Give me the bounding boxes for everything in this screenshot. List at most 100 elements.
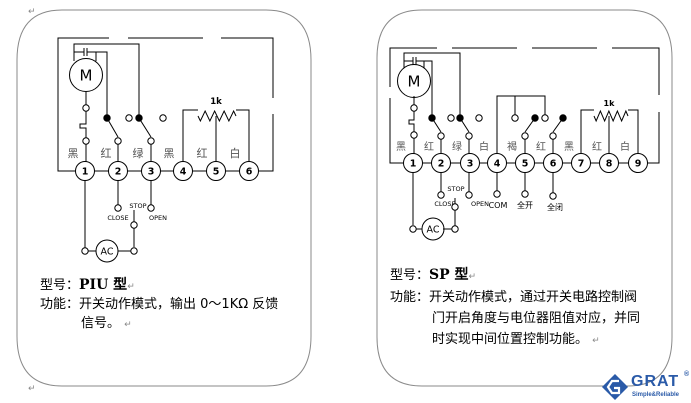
left-model-line: 型号：PIU 型↵ bbox=[40, 277, 135, 296]
motor-label: M bbox=[80, 67, 93, 85]
wire-to-switch-2 bbox=[416, 60, 433, 118]
wire-color-label: 褐 bbox=[507, 140, 517, 153]
contact-open bbox=[410, 104, 418, 112]
wire-color-label: 红 bbox=[101, 147, 112, 160]
wire-color-label: 黑 bbox=[164, 147, 175, 160]
right-function-label: 功能： bbox=[390, 290, 430, 305]
contact-com bbox=[493, 190, 501, 198]
wire-color-label: 白 bbox=[230, 146, 241, 160]
right-model-line: 型号：SP 型↵ bbox=[390, 267, 476, 286]
switch-blade-3 bbox=[459, 117, 470, 133]
terminal-number: 3 bbox=[467, 159, 474, 170]
label-full-close: 全闭 bbox=[547, 202, 563, 212]
wire-color-label: 红 bbox=[197, 147, 208, 160]
terminal-7 bbox=[571, 153, 591, 173]
contact-open bbox=[114, 137, 122, 145]
contact-open bbox=[475, 114, 483, 122]
wire-color-label: 绿 bbox=[133, 146, 144, 160]
switch-blade-5 bbox=[524, 117, 536, 133]
wire-outer-top-left bbox=[389, 47, 437, 87]
terminal-4 bbox=[173, 161, 193, 181]
wire-color-label: 黑 bbox=[396, 141, 406, 153]
terminal-number: 7 bbox=[578, 159, 585, 170]
wire-color-label: 红 bbox=[424, 140, 434, 153]
contact-open bbox=[81, 247, 89, 255]
contact-open bbox=[409, 225, 417, 233]
label-close: CLOSE bbox=[107, 214, 128, 222]
label-close: CLOSE bbox=[434, 200, 455, 208]
left-function-text-2: 信号。 bbox=[81, 316, 121, 331]
label-full-open: 全开 bbox=[517, 200, 533, 210]
wire-outer-right bbox=[259, 114, 274, 172]
switch-blade-3 bbox=[138, 117, 152, 138]
wire-color-label: 黑 bbox=[68, 147, 79, 160]
terminal-number: 9 bbox=[635, 159, 642, 170]
switch-blade-6 bbox=[552, 117, 564, 133]
resistor-label: 1k bbox=[604, 99, 616, 108]
wire-color-label: 红 bbox=[592, 140, 602, 153]
left-function-line: 功能：开关动作模式，输出 0～1KΩ 反馈 bbox=[40, 296, 278, 313]
resistor-zigzag bbox=[197, 109, 237, 123]
wire-resistor-left bbox=[580, 109, 594, 154]
contact-close bbox=[114, 204, 122, 212]
left-model-label: 型号： bbox=[40, 278, 80, 293]
terminal-number: 6 bbox=[550, 159, 557, 170]
contact-open bbox=[125, 114, 133, 122]
wire-outer-top-left bbox=[57, 37, 109, 98]
logo-tagline: Simple&Reliable bbox=[632, 392, 680, 398]
left-panel-frame bbox=[16, 9, 312, 387]
contact-open bbox=[437, 132, 445, 140]
grat-logo: GRAT ® Simple&Reliable bbox=[600, 370, 691, 403]
terminal-number: 2 bbox=[438, 159, 445, 170]
terminal-number: 4 bbox=[494, 159, 501, 170]
right-function-text-1: 开关动作模式，通过开关电路控制阀 bbox=[429, 290, 638, 305]
label-open: OPEN bbox=[471, 200, 489, 208]
wire-outer-right bbox=[647, 112, 660, 164]
right-function-text-3: 时实现中间位置控制功能。 bbox=[432, 332, 589, 347]
terminal-number: 5 bbox=[522, 159, 529, 170]
paragraph-mark: ↵ bbox=[28, 384, 36, 394]
contact-open bbox=[521, 132, 529, 140]
paragraph-mark: ↵ bbox=[468, 272, 477, 282]
wire-outer-left bbox=[389, 98, 404, 164]
ac-label: AC bbox=[101, 247, 114, 258]
contact-close bbox=[437, 191, 445, 199]
limit-switch bbox=[79, 111, 87, 138]
contact-stop bbox=[130, 221, 138, 229]
right-panel-frame bbox=[376, 9, 673, 387]
terminal-9 bbox=[628, 153, 648, 173]
contact-open bbox=[465, 132, 473, 140]
left-function-text-1: 开关动作模式，输出 0～1KΩ 反馈 bbox=[79, 297, 279, 312]
terminal-number: 1 bbox=[410, 159, 417, 170]
contact-full-close bbox=[549, 192, 557, 200]
logo-registered: ® bbox=[684, 371, 690, 378]
paragraph-mark: ↵ bbox=[592, 336, 600, 346]
contact-open bbox=[82, 104, 90, 112]
right-function-line-3: 时实现中间位置控制功能。 ↵ bbox=[432, 331, 600, 350]
wire-resistor-left bbox=[182, 109, 198, 162]
resistor-label: 1k bbox=[210, 97, 222, 107]
wire-to-switch-2 bbox=[87, 51, 108, 116]
right-model-label: 型号： bbox=[390, 268, 430, 283]
logo-diamond-icon bbox=[602, 374, 628, 400]
wire-resistor-right bbox=[628, 109, 639, 154]
contact-open bbox=[465, 191, 473, 199]
left-function-line-2: 信号。 ↵ bbox=[81, 315, 132, 334]
terminal-number: 5 bbox=[213, 167, 220, 178]
terminal-5 bbox=[206, 161, 226, 181]
label-open: OPEN bbox=[149, 214, 167, 222]
contact-open bbox=[147, 204, 155, 212]
contact-stop bbox=[451, 203, 459, 211]
wire-color-label: 白 bbox=[479, 140, 489, 153]
wire-color-label: 红 bbox=[536, 140, 546, 153]
terminal-number: 8 bbox=[606, 159, 613, 170]
logo-brand: GRAT bbox=[631, 373, 680, 390]
motor-symbol bbox=[69, 58, 103, 92]
wire-resistor-right bbox=[236, 109, 250, 162]
right-function-line: 功能：开关动作模式，通过开关电路控制阀 bbox=[390, 289, 637, 306]
paragraph-mark: ↵ bbox=[28, 7, 36, 17]
terminal-8 bbox=[599, 153, 619, 173]
right-function-text-2: 门开启角度与电位器阻值对应，并同 bbox=[432, 311, 641, 326]
